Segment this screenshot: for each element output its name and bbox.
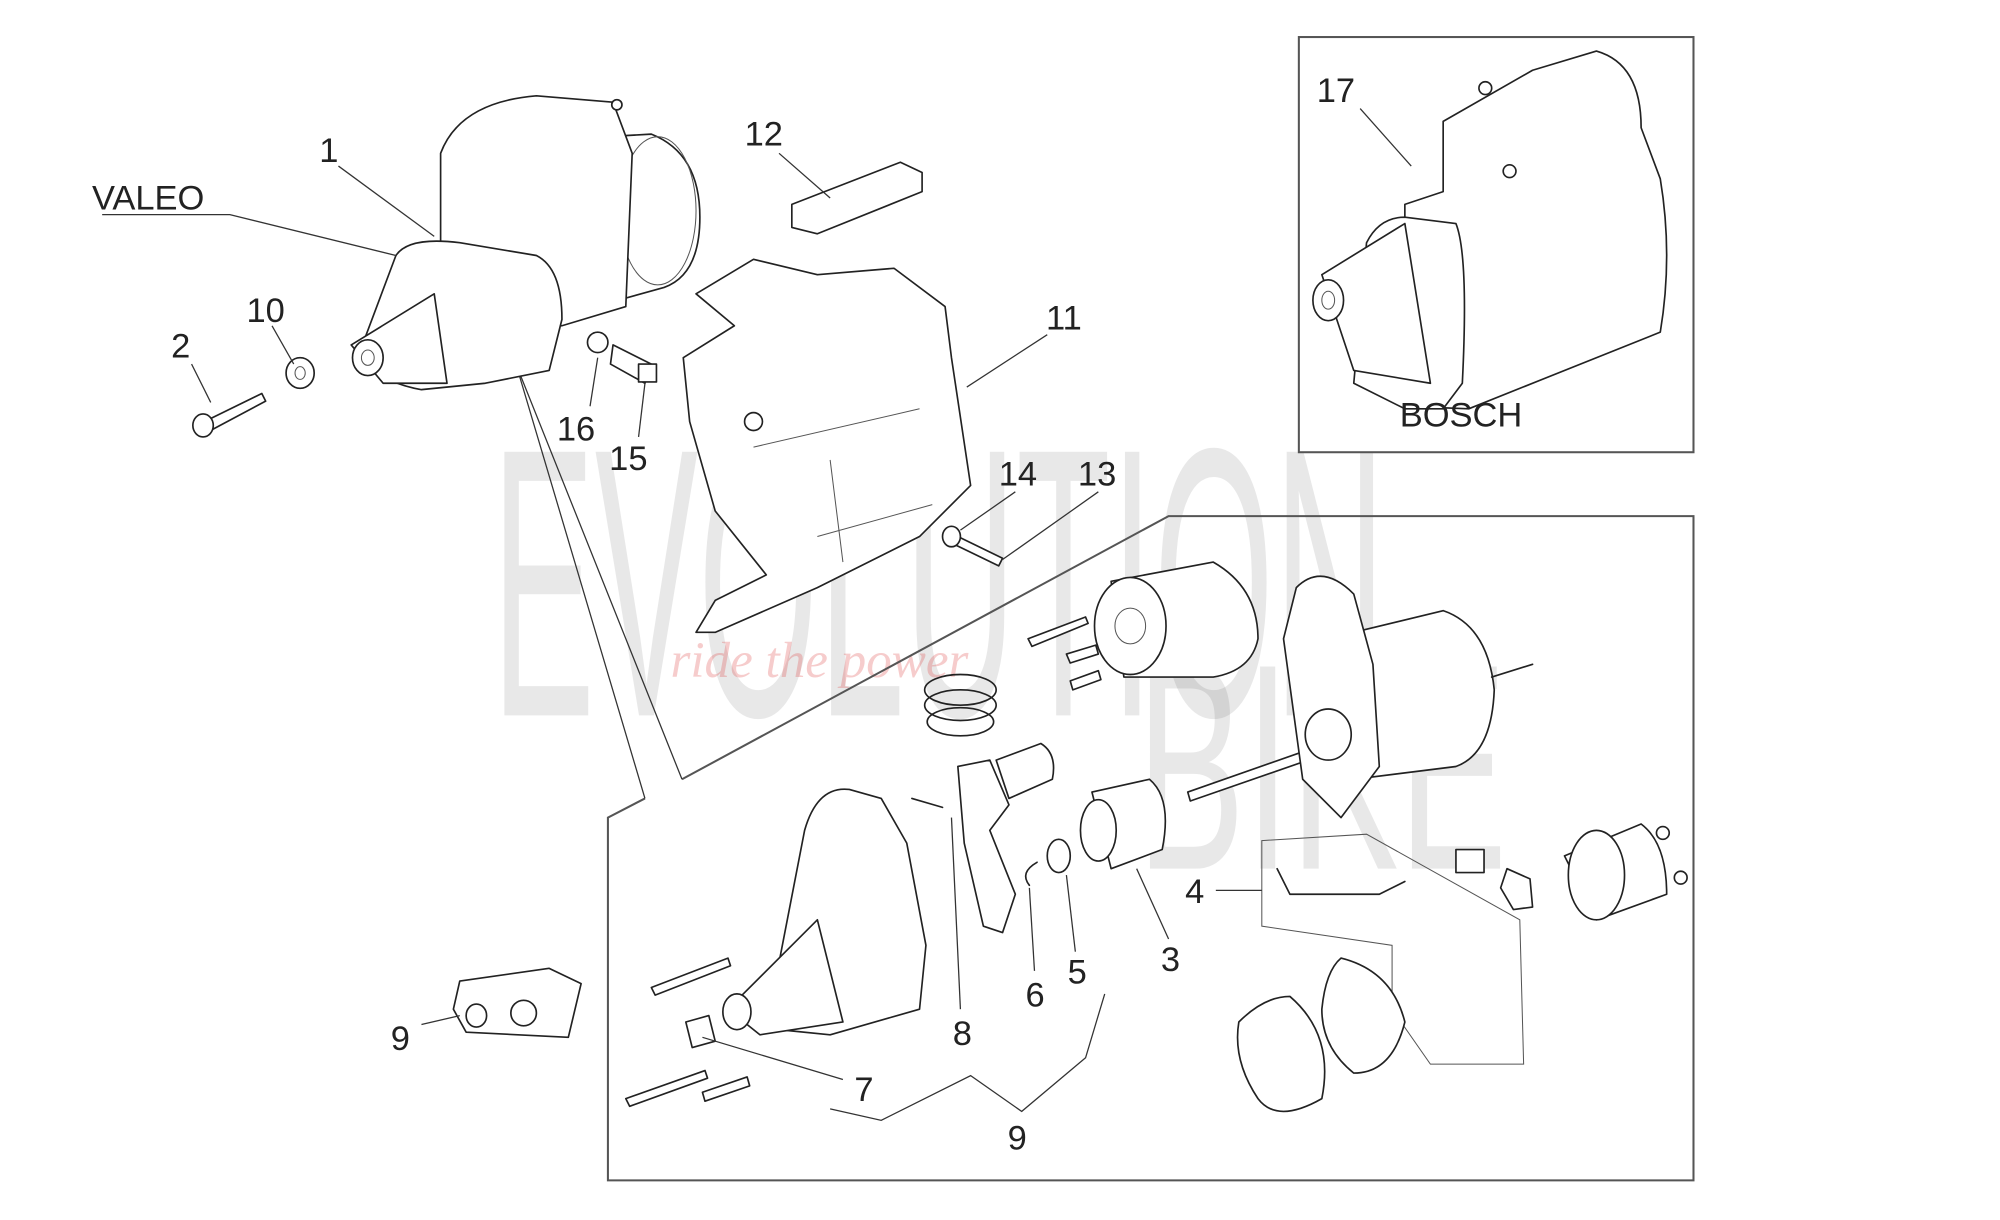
screws-solenoid[interactable]: [1027, 616, 1102, 691]
ring-part-5[interactable]: [1046, 838, 1072, 874]
exploded-view-frame: [606, 515, 1695, 1182]
cover-part-11[interactable]: [682, 258, 972, 634]
callout-5: 5: [1068, 954, 1087, 992]
bolt-part-2[interactable]: [192, 392, 267, 438]
end-cover[interactable]: [1563, 823, 1688, 921]
brand-label-valeo: VALEO: [92, 180, 204, 218]
callout-3: 3: [1161, 941, 1180, 979]
drive-housing[interactable]: [722, 788, 927, 1036]
pinion-part-3[interactable]: [1079, 778, 1167, 870]
callout-12: 12: [745, 116, 783, 154]
bosch-variant-frame: [1297, 36, 1695, 454]
callout-13: 13: [1078, 455, 1116, 493]
washer-part-16[interactable]: [586, 331, 609, 354]
bosch-starter-motor[interactable]: [1312, 50, 1668, 410]
callout-15: 15: [609, 440, 647, 478]
callout-17: 17: [1317, 72, 1355, 110]
screws-part-7[interactable]: [624, 957, 751, 1108]
callout-4: 4: [1185, 873, 1204, 911]
pin[interactable]: [911, 797, 944, 809]
fork-lever-part-8[interactable]: [957, 759, 1017, 934]
leader-lines: [102, 108, 1412, 1122]
callout-labels: VALEO BOSCH 1 2 10 16 15 12 11 14 13 17 …: [92, 72, 1522, 1158]
washer-part-14[interactable]: [941, 525, 962, 548]
svg-text:ride the power: ride the power: [670, 632, 969, 689]
callout-2: 2: [171, 328, 190, 366]
label-plate-part-12[interactable]: [790, 161, 923, 235]
callout-14: 14: [999, 455, 1037, 493]
valeo-starter-motor[interactable]: [350, 94, 701, 391]
callout-1: 1: [319, 132, 338, 170]
callout-8: 8: [953, 1015, 972, 1053]
brand-label-bosch: BOSCH: [1400, 397, 1523, 435]
spacer-part-15[interactable]: [609, 344, 658, 385]
callout-11: 11: [1046, 300, 1082, 338]
yoke-housing[interactable]: [1282, 575, 1534, 819]
solenoid[interactable]: [1093, 561, 1259, 678]
circlip-part-6[interactable]: [1024, 861, 1038, 887]
end-cap[interactable]: [1236, 995, 1326, 1113]
spring[interactable]: [923, 673, 997, 737]
plunger[interactable]: [995, 742, 1055, 800]
callout-9-seal: 9: [391, 1020, 410, 1058]
callout-9-kit: 9: [1008, 1120, 1027, 1158]
callout-7: 7: [854, 1071, 873, 1109]
callout-6: 6: [1026, 977, 1045, 1015]
brush-plate-part-4[interactable]: [1261, 833, 1534, 1074]
callout-16: 16: [557, 411, 595, 449]
seal-part-9[interactable]: [452, 967, 582, 1039]
callout-10: 10: [246, 292, 284, 330]
washer-part-10[interactable]: [285, 356, 316, 390]
